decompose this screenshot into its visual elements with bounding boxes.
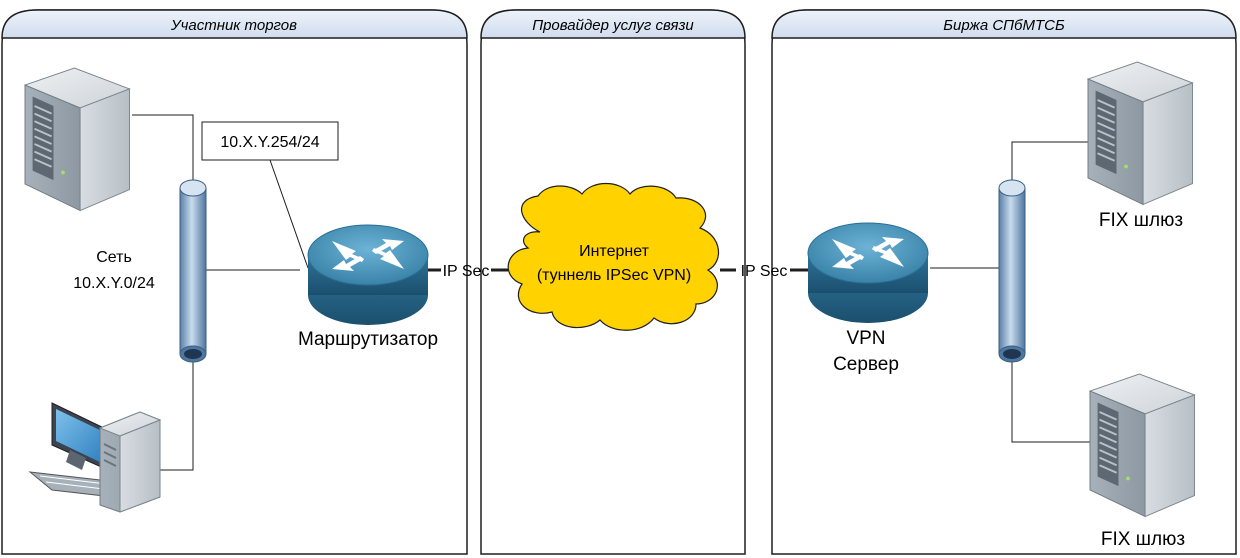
router-label: Маршрутизатор [298,329,438,350]
participant-links [132,114,309,471]
zone-title-provider: Провайдер услуг связи [532,17,694,34]
subnet-label-line2: 10.X.Y.0/24 [73,275,155,292]
exchange-links [930,141,1090,443]
fix-gateway-top-icon [1087,61,1194,206]
fix-gateway-bottom-label: FIX шлюз [1101,529,1185,550]
fix-gateway-top-label: FIX шлюз [1099,210,1183,231]
workstation-icon [28,402,162,513]
vpn-label-line2: Сервер [833,354,899,375]
lan-bus-exchange [998,179,1026,363]
zone-title-participant: Участник торгов [170,17,297,34]
vpn-server-icon [807,222,929,324]
vpn-label-line1: VPN [846,328,885,349]
ipsec-label-right: IP Sec [741,263,788,280]
fix-gateway-bottom-icon [1089,373,1196,518]
subnet-label-line1: Сеть [96,249,132,266]
internet-label-line2: (туннель IPSec VPN) [537,267,691,284]
router-ip-label: 10.X.Y.254/24 [220,134,319,151]
router-icon [307,224,429,326]
internet-cloud-icon [507,182,720,331]
zone-title-exchange: Биржа СПбМТСБ [943,17,1065,34]
participant-server-icon [24,67,131,212]
router-ip-callout: 10.X.Y.254/24 [201,121,339,161]
internet-label-line1: Интернет [579,243,649,260]
lan-bus-participant [179,179,207,363]
ipsec-label-left: IP Sec [443,263,490,280]
